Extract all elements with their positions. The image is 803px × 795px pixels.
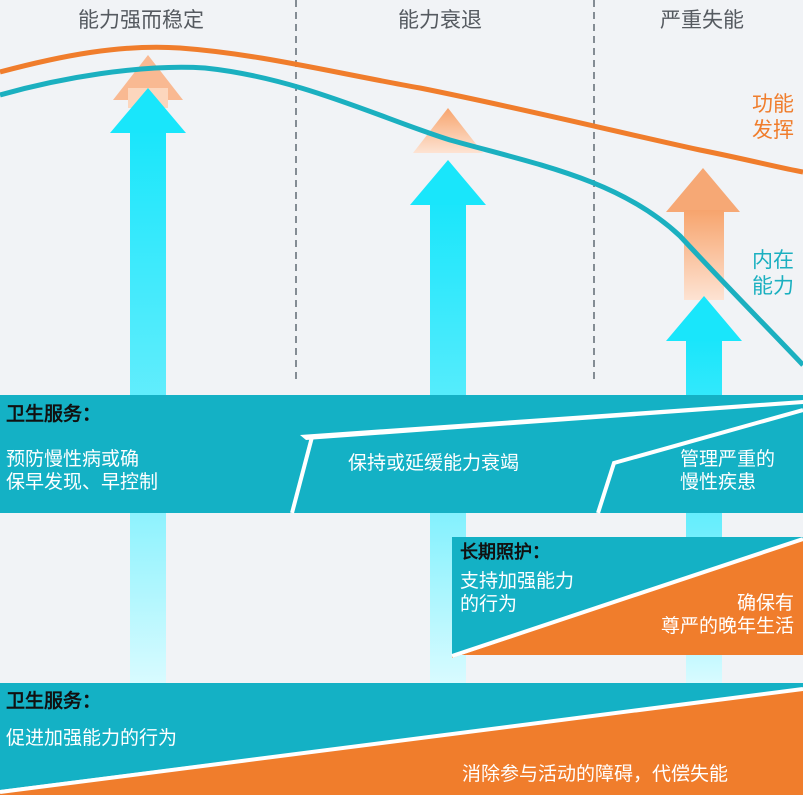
function-curve	[0, 44, 803, 175]
health-services-top-col3: 管理严重的 慢性疾患	[680, 448, 776, 494]
capacity-label: 内在 能力	[752, 248, 794, 298]
health-services-top-col2: 保持或延缓能力衰竭	[348, 452, 520, 474]
health-services-bottom-left: 促进加强能力的行为	[6, 727, 178, 749]
capacity-curve	[0, 64, 803, 367]
health-services-top-col1: 预防慢性病或确 保早发现、早控制	[6, 448, 159, 494]
health-services-top-band	[0, 395, 803, 514]
long-term-care-left: 支持加强能力 的行为	[460, 570, 575, 616]
function-label: 功能 发挥	[752, 92, 794, 142]
health-services-bottom-right: 消除参与活动的障碍，代偿失能	[462, 763, 729, 785]
long-term-care-right: 确保有 尊严的晚年生活	[660, 592, 794, 638]
phase-label-strong-stable: 能力强而稳定	[78, 8, 204, 32]
long-term-care-heading: 长期照护：	[460, 542, 550, 563]
function-arrow-3	[666, 168, 740, 300]
phase-label-severe-disability: 严重失能	[660, 8, 744, 32]
phase-label-decline: 能力衰退	[398, 8, 482, 32]
capacity-arrow-1	[110, 88, 186, 683]
long-term-care-band	[451, 537, 803, 658]
health-services-bottom-heading: 卫生服务：	[6, 690, 102, 712]
health-services-bottom-band	[0, 683, 803, 795]
health-services-top-heading: 卫生服务：	[6, 403, 102, 425]
